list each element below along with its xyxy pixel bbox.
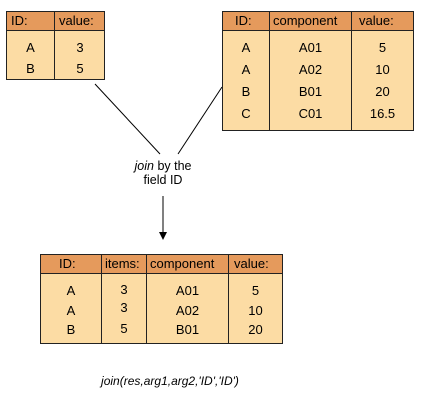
header-items: items: xyxy=(105,256,140,271)
cell: A01 xyxy=(175,283,200,298)
cell: A xyxy=(241,40,251,55)
cell: 10 xyxy=(248,303,263,318)
column-divider xyxy=(351,12,352,130)
column-divider xyxy=(228,255,229,343)
table-left: ID: value: A 3 B 5 xyxy=(6,11,105,80)
arrow-head xyxy=(159,232,167,240)
header-component: component xyxy=(150,256,215,271)
cell: 5 xyxy=(76,61,84,76)
header-id: ID: xyxy=(59,256,76,271)
table-header xyxy=(7,12,104,31)
header-id: ID: xyxy=(235,13,252,28)
column-divider xyxy=(146,255,147,343)
cell: 20 xyxy=(248,322,263,337)
column-divider xyxy=(54,12,55,79)
join-label: join by the field ID xyxy=(120,159,206,187)
table-body xyxy=(41,274,282,343)
header-value: value: xyxy=(359,13,394,28)
cell: A xyxy=(66,283,76,298)
join-label-keyword: join xyxy=(134,159,154,173)
header-value: value: xyxy=(59,13,94,28)
column-divider xyxy=(101,255,102,343)
cell: A xyxy=(26,40,35,55)
cell: 5 xyxy=(120,321,128,336)
table-right: ID: component value: A A01 5 A A02 10 B … xyxy=(222,11,414,131)
cell: B01 xyxy=(175,322,200,337)
formula-caption: join(res,arg1,arg2,'ID','ID') xyxy=(101,374,239,388)
connector-left xyxy=(94,83,161,155)
cell: 16.5 xyxy=(369,106,396,121)
cell: 5 xyxy=(378,40,387,55)
table-header xyxy=(223,12,413,31)
join-label-rest: by the xyxy=(153,159,192,173)
cell: 20 xyxy=(375,84,390,99)
table-result: ID: items: component value: A 3 A01 5 A … xyxy=(40,254,283,344)
cell: C01 xyxy=(298,106,323,121)
cell: 10 xyxy=(375,62,390,77)
cell: B xyxy=(66,322,76,337)
cell: 3 xyxy=(120,282,128,297)
cell: C xyxy=(241,106,251,121)
header-component: component xyxy=(273,13,338,28)
cell: 5 xyxy=(251,283,260,298)
cell: A xyxy=(66,303,76,318)
header-id: ID: xyxy=(11,13,28,28)
cell: A02 xyxy=(175,303,200,318)
cell: 3 xyxy=(76,40,84,55)
table-body xyxy=(7,31,104,79)
cell: A02 xyxy=(298,62,323,77)
join-label-line2: field ID xyxy=(143,173,183,187)
cell: B xyxy=(241,84,251,99)
cell: 3 xyxy=(120,300,128,315)
cell: A01 xyxy=(298,40,323,55)
cell: B xyxy=(26,61,35,76)
table-body xyxy=(223,31,413,130)
connector-right xyxy=(177,86,223,155)
cell: A xyxy=(241,62,251,77)
header-value: value: xyxy=(234,256,269,271)
cell: B01 xyxy=(298,84,323,99)
column-divider xyxy=(269,12,270,130)
